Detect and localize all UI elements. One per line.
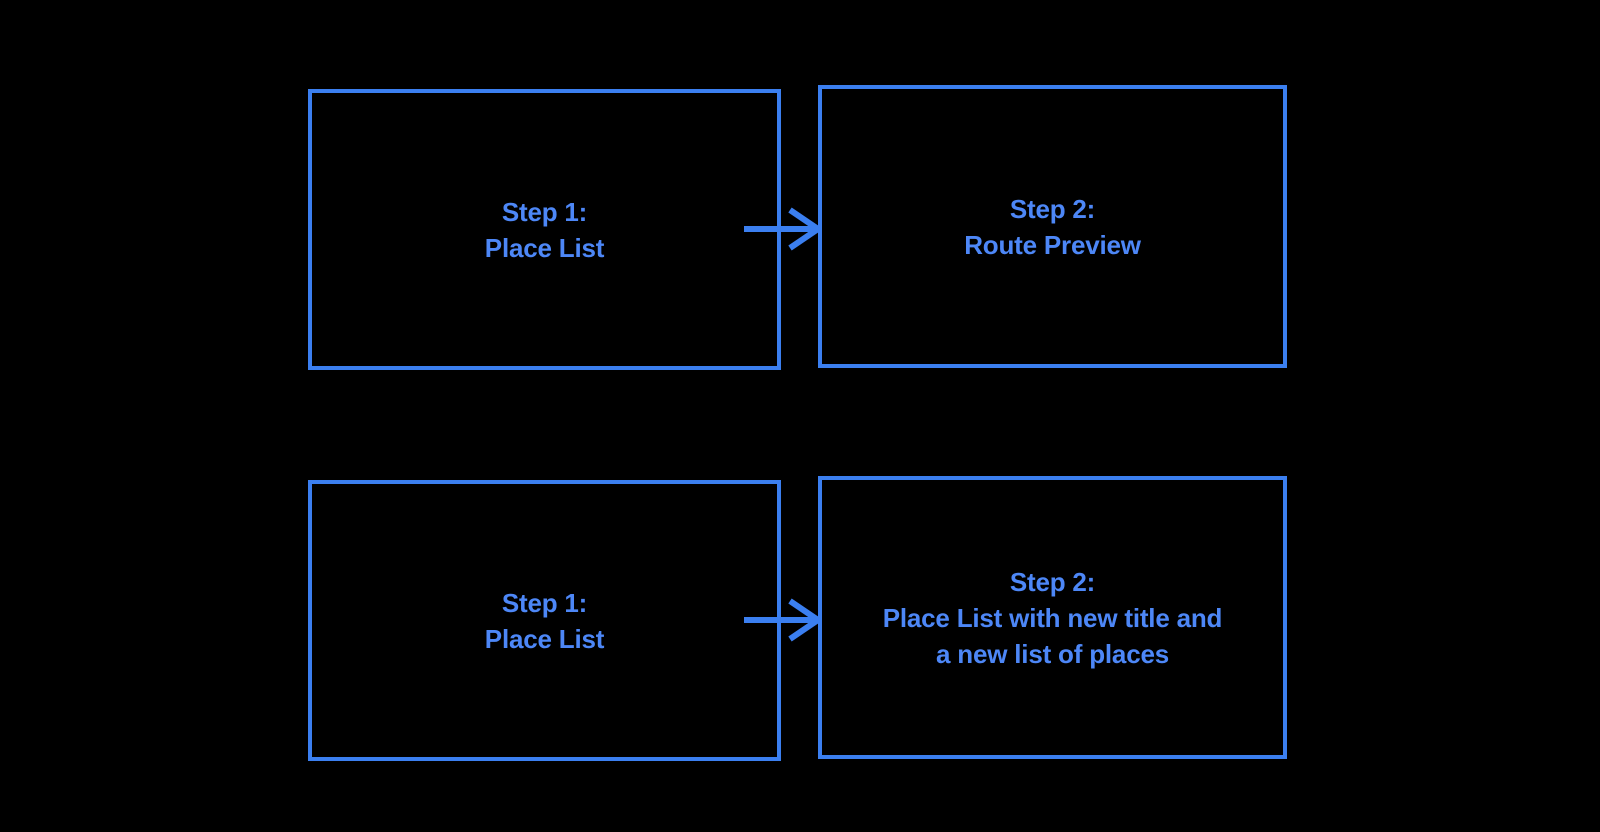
flow-row-place-list-update: Step 1: Place List Step 2: Place List wi… bbox=[0, 476, 1600, 766]
step-box-place-list-top[interactable]: Step 1: Place List bbox=[308, 89, 781, 370]
connector-arrow-top bbox=[744, 207, 824, 251]
step-box-label: Step 1: Place List bbox=[484, 196, 605, 263]
arrow-right-icon bbox=[744, 207, 824, 251]
step-box-label: Step 2: Route Preview bbox=[964, 193, 1141, 260]
step-box-place-list-bottom[interactable]: Step 1: Place List bbox=[308, 480, 781, 761]
flow-row-route-preview: Step 1: Place List Step 2: Route Preview bbox=[0, 85, 1600, 375]
step-box-route-preview[interactable]: Step 2: Route Preview bbox=[818, 85, 1287, 368]
step-box-label: Step 2: Place List with new title and a … bbox=[882, 566, 1223, 669]
arrow-right-icon bbox=[744, 598, 824, 642]
step-box-label: Step 1: Place List bbox=[484, 587, 605, 654]
step-box-place-list-updated[interactable]: Step 2: Place List with new title and a … bbox=[818, 476, 1287, 759]
connector-arrow-bottom bbox=[744, 598, 824, 642]
